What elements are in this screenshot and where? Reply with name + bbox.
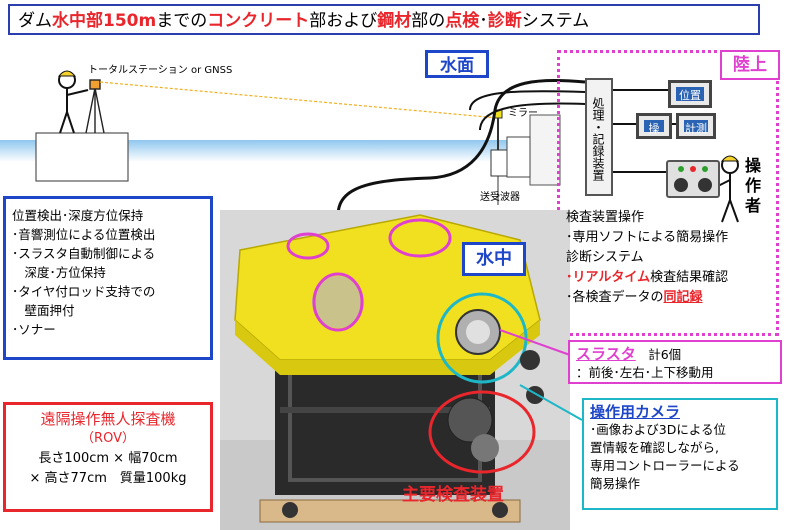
thruster-callout: スラスタ 計6個 ：前後･左右･上下移動用	[568, 340, 782, 384]
title-part: 診断	[487, 11, 522, 31]
title-part: 部および	[309, 11, 378, 31]
operator-icon	[717, 155, 740, 223]
title-part: までの	[156, 11, 208, 31]
water-surface	[0, 140, 560, 162]
title-part: 水中部150m	[52, 11, 157, 31]
realtime-rest: 検査結果確認	[650, 270, 729, 285]
land-operation-text: 検査装置操作 ･専用ソフトによる簡易操作 診断システム ･リアルタイム検査結果確…	[566, 208, 776, 308]
rov-name: 遠隔操作無人探査機	[40, 410, 176, 428]
total-station-label: トータルステーション or GNSS	[88, 65, 233, 76]
land-tag: 陸上	[720, 50, 780, 80]
camera-desc-line: 専用コントローラーによる	[590, 458, 740, 473]
land-line-4: ･各検査データの同記録	[566, 288, 776, 308]
realtime-label: ･リアルタイム	[566, 270, 651, 285]
title-part: コンクリート	[207, 11, 310, 31]
controller-panel-icon	[666, 160, 720, 198]
camera-callout: 操作用カメラ ･画像および3Dによる位置情報を確認しながら, 専用コントローラーに…	[582, 398, 778, 510]
position-detection-line: ･ソナー	[12, 322, 56, 337]
position-detection-line: ･スラスタ自動制御による	[12, 246, 156, 261]
camera-desc-line: ･画像および3Dによる位	[590, 422, 726, 437]
transceiver-icon	[490, 149, 508, 177]
rov-size-2: × 高さ77cm 質量100kg	[29, 471, 187, 486]
control-monitor-label: 操縦	[644, 120, 664, 153]
title-part: 点検	[445, 11, 480, 31]
data-record-pre: ･各検査データの	[566, 290, 664, 305]
land-line-1: ･専用ソフトによる簡易操作	[566, 230, 729, 245]
title-part: システム	[521, 11, 590, 31]
cable-3	[479, 102, 586, 131]
title-part: 鋼材	[377, 11, 412, 31]
rov-size-1: 長さ100cm × 幅70cm	[38, 451, 178, 466]
rov-photo	[220, 210, 570, 530]
dam-block-right	[529, 114, 561, 186]
title-part: ･	[479, 11, 488, 31]
surface-tag: 水面	[425, 50, 489, 78]
surveyor-icon	[57, 70, 89, 134]
camera-title: 操作用カメラ	[590, 403, 681, 421]
processing-recording-device: 処理・記録装置	[585, 78, 613, 196]
tripod-icon	[85, 79, 105, 134]
land-heading: 検査装置操作	[566, 210, 645, 225]
position-detection-box: 位置検出･深度方位保持 ･音響測位による位置検出 ･スラスタ自動制御による 深度･方…	[3, 196, 213, 360]
measure-monitor: 計測	[676, 113, 716, 139]
measure-monitor-label: 計測	[684, 120, 708, 135]
camera-desc-line: 置情報を確認しながら,	[590, 440, 719, 455]
position-detection-line: 深度･方位保持	[12, 265, 106, 280]
simultaneous-record-label: 同記録	[663, 290, 703, 305]
mirror-label: ミラー	[508, 108, 538, 119]
thruster-count: 計6個	[648, 347, 682, 362]
cable-2	[469, 90, 586, 111]
land-line-2: 診断システム	[566, 250, 644, 265]
thruster-desc: ：前後･左右･上下移動用	[576, 365, 714, 380]
title-part: 部の	[411, 11, 446, 31]
rov-illustration	[220, 210, 570, 530]
main-inspection-label: 主要検査装置	[402, 485, 504, 505]
operator-label: 操作者	[744, 156, 761, 215]
underwater-tag: 水中	[462, 242, 526, 276]
tether-cable	[336, 79, 586, 229]
transceiver-label: 送受波器	[480, 192, 520, 203]
land-area-box	[557, 50, 779, 336]
rov-abbr: （ROV）	[81, 431, 135, 446]
position-detection-line: ･タイヤ付ロッド支持での	[12, 284, 156, 299]
position-detection-line: ･音響測位による位置検出	[12, 227, 156, 242]
position-monitor-label: 位置	[676, 87, 704, 102]
page-title: ダム水中部150mまでのコンクリート部および鋼材部の点検･診断システム	[8, 4, 760, 35]
position-monitor: 位置	[668, 80, 712, 108]
camera-desc: ･画像および3Dによる位置情報を確認しながら, 専用コントローラーによる簡易操作	[590, 421, 770, 493]
title-part: ダム	[18, 11, 52, 31]
laser-line	[99, 81, 499, 119]
control-monitor: 操縦	[636, 113, 672, 153]
thruster-title: スラスタ	[576, 345, 636, 363]
land-line-3: ･リアルタイム検査結果確認	[566, 268, 776, 288]
rov-spec-box: 遠隔操作無人探査機 （ROV） 長さ100cm × 幅70cm × 高さ77cm…	[3, 402, 213, 512]
position-detection-line: 壁面押付	[12, 303, 75, 318]
position-detection-line: 位置検出･深度方位保持	[12, 208, 144, 223]
camera-desc-line: 簡易操作	[590, 476, 641, 491]
dam-block-left	[35, 132, 129, 182]
